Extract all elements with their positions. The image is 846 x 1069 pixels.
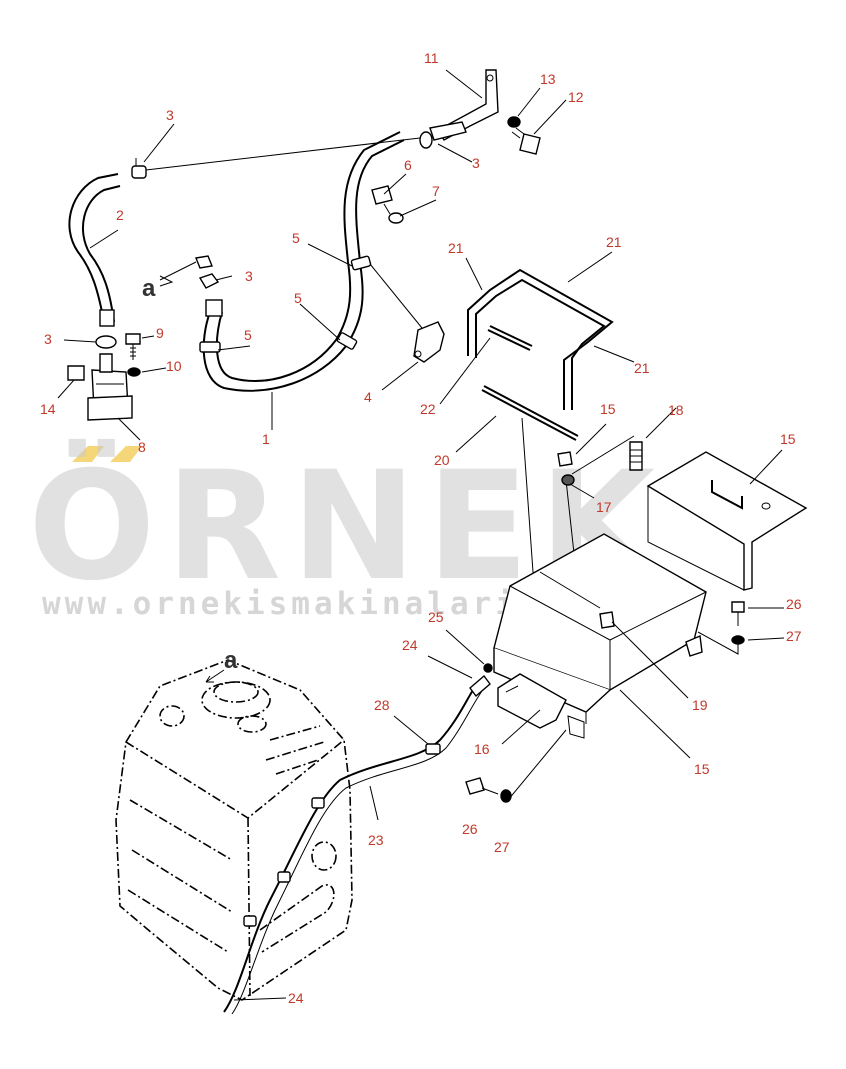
clamps-5	[199, 255, 372, 353]
cap-14	[67, 365, 85, 381]
callout-20: 20	[434, 452, 450, 468]
callout-26-left: 26	[462, 821, 478, 837]
callout-1: 1	[262, 431, 270, 447]
callout-22: 22	[420, 401, 436, 417]
battery-cover-15	[646, 451, 808, 591]
clamp-3-pump	[95, 335, 117, 349]
leader-26-27-right	[697, 631, 739, 655]
reference-arrow-a-lower	[205, 669, 225, 683]
callout-16: 16	[474, 741, 490, 757]
callout-27-right: 27	[786, 628, 802, 644]
callout-5-lower: 5	[244, 327, 252, 343]
callout-15-box: 15	[694, 761, 710, 777]
hose-1	[202, 131, 405, 392]
callout-5-upper: 5	[292, 230, 300, 246]
callout-3-top: 3	[166, 107, 174, 123]
nut-15-small	[557, 451, 573, 467]
battery-box-15	[493, 533, 707, 724]
callout-21-left: 21	[448, 240, 464, 256]
dash-link-top	[145, 137, 421, 171]
bolt-26-left	[465, 777, 499, 795]
reference-mark-a-lower: a	[224, 647, 238, 674]
callout-3-right: 3	[472, 155, 480, 171]
bracket-11	[429, 69, 499, 141]
callout-12: 12	[568, 89, 584, 105]
rod-22	[487, 325, 533, 351]
rod-20	[481, 385, 579, 441]
callout-5-mid: 5	[294, 290, 302, 306]
callout-3-left: 3	[245, 268, 253, 284]
callout-9: 9	[156, 325, 164, 341]
callout-4: 4	[364, 389, 372, 405]
callout-labels: 1 2 3 3 3 3 4 5 5 5 6 7 8 9 10 11 12 13 …	[40, 50, 802, 1006]
callout-3-pump: 3	[44, 331, 52, 347]
hose-23	[223, 681, 485, 1015]
clamp-3-right	[419, 131, 433, 149]
clamp-3-top	[131, 158, 147, 179]
callout-6: 6	[404, 157, 412, 173]
callout-2: 2	[116, 207, 124, 223]
bolt-9	[125, 333, 141, 360]
callout-17: 17	[596, 499, 612, 515]
callout-8: 8	[138, 439, 146, 455]
callout-23: 23	[368, 832, 384, 848]
pump-8	[87, 353, 133, 421]
hose-2	[68, 173, 121, 327]
callout-27-left: 27	[494, 839, 510, 855]
callout-26-right: 26	[786, 596, 802, 612]
bolt-12	[511, 127, 541, 155]
callout-28: 28	[374, 697, 390, 713]
holder-21	[467, 268, 614, 410]
callout-11: 11	[424, 50, 439, 66]
reference-mark-a-upper: a	[142, 275, 156, 302]
callout-7: 7	[432, 183, 440, 199]
washer-10	[127, 367, 141, 377]
bolt-26-right	[731, 601, 745, 626]
washer-17	[561, 474, 575, 486]
callout-14: 14	[40, 401, 56, 417]
callout-21-right: 21	[606, 234, 622, 250]
bolt-6	[371, 185, 393, 215]
callout-24-upper: 24	[402, 637, 418, 653]
leader-lines	[57, 69, 785, 1001]
bracket-4	[369, 263, 445, 363]
bracket-16	[497, 673, 567, 729]
tank	[115, 659, 353, 1001]
washer-13	[507, 116, 521, 128]
plate-15-lower-tab	[567, 715, 585, 739]
callout-21-lower: 21	[634, 360, 650, 376]
callout-15-small: 15	[600, 401, 616, 417]
clamp-3-left	[159, 255, 220, 289]
callout-18: 18	[668, 402, 684, 418]
connector-24-top	[469, 674, 491, 698]
callout-19: 19	[692, 697, 708, 713]
callout-25: 25	[428, 609, 444, 625]
nut-19	[599, 611, 615, 629]
leader-26-27-left	[507, 729, 567, 801]
washer-27-left	[500, 789, 512, 803]
bolt-18	[629, 441, 643, 471]
callout-24-lower: 24	[288, 990, 304, 1006]
callout-10: 10	[166, 358, 182, 374]
hose-clamps-28	[243, 743, 441, 927]
washer-7	[388, 212, 404, 224]
nozzle-25	[483, 663, 493, 673]
watermark-accent-mark	[72, 446, 142, 462]
callout-13: 13	[540, 71, 556, 87]
callout-15-cover: 15	[780, 431, 796, 447]
